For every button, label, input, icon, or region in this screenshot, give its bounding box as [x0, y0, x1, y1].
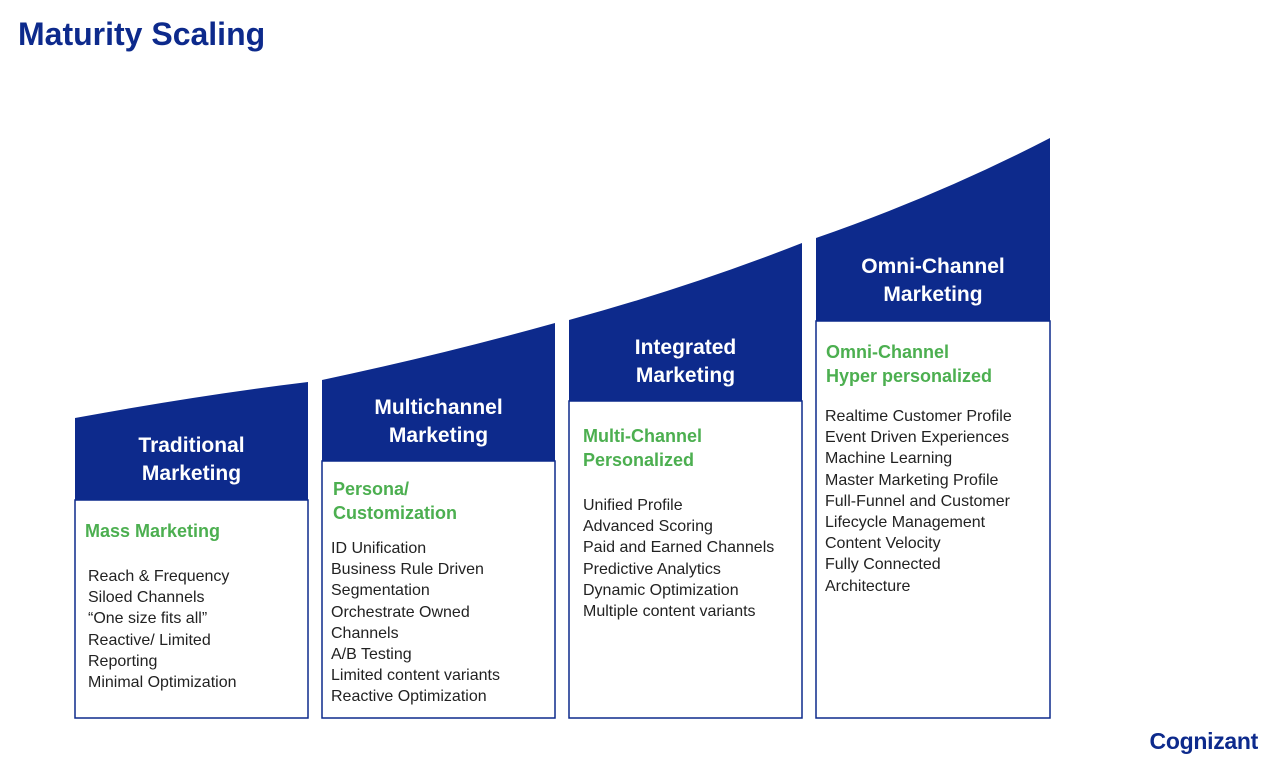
stage-3-subtitle: Multi-Channel Personalized [583, 424, 702, 472]
stage-4-title: Omni-Channel Marketing [816, 253, 1050, 309]
list-item: Reach & Frequency [88, 568, 230, 585]
stage-4-capabilities: Realtime Customer Profile Event Driven E… [825, 406, 1012, 597]
stage-3-title: Integrated Marketing [569, 334, 802, 390]
stage-2-title-line: Multichannel [374, 396, 503, 419]
list-item: Predictive Analytics [583, 560, 721, 578]
list-item: Channels [331, 624, 399, 642]
page-title: Maturity Scaling [18, 16, 266, 52]
stage-1-header [75, 382, 308, 500]
list-item: Limited content variants [331, 667, 500, 685]
stage-3-title-line: Marketing [635, 364, 736, 387]
list-item: Architecture [825, 577, 911, 595]
list-item: Dynamic Optimization [583, 581, 739, 599]
stage-3-subtitle-line: Multi-Channel [583, 426, 702, 446]
stage-3-subtitle-line: Personalized [583, 450, 695, 470]
list-item: Machine Learning [825, 450, 953, 468]
list-item: Siloed Channels [88, 589, 205, 607]
stage-2-title-line: Marketing [388, 424, 489, 447]
stage-2-subtitle: Persona/ Customization [333, 477, 457, 525]
list-item: Full-Funnel and Customer [825, 492, 1010, 510]
list-item: Master Marketing Profile [825, 471, 999, 489]
list-item: Reactive Optimization [331, 688, 487, 706]
list-item: Paid and Earned Channels [583, 539, 775, 557]
stage-4-subtitle: Omni-Channel Hyper personalized [826, 340, 992, 388]
list-item: Reactive/ Limited [88, 631, 211, 649]
stage-3-box [568, 400, 803, 719]
stage-1-capabilities: Reach & Frequency Siloed Channels “One s… [88, 566, 236, 693]
stage-2-box [321, 460, 556, 719]
stage-1-title: Traditional Marketing [75, 432, 308, 488]
stage-4-title-line: Marketing [883, 283, 983, 306]
list-item: ID Unification [331, 540, 427, 557]
stage-2-subtitle-line: Customization [333, 503, 457, 523]
stage-4-title-line: Omni-Channel [861, 255, 1005, 278]
stage-3-header [569, 243, 802, 401]
list-item: Content Velocity [825, 535, 941, 553]
list-item: Event Driven Experiences [825, 429, 1010, 447]
list-item: “One size fits all” [88, 610, 208, 628]
list-item: Segmentation [331, 582, 430, 600]
stage-3-title-line: Integrated [634, 336, 737, 359]
stage-2-subtitle-line: Persona/ [333, 479, 410, 499]
stage-4-subtitle-line: Omni-Channel [826, 342, 950, 362]
stage-2-capabilities: ID Unification Business Rule Driven Segm… [331, 538, 500, 708]
list-item: Advanced Scoring [583, 518, 713, 536]
list-item: Realtime Customer Profile [825, 408, 1012, 425]
stage-1-subtitle: Mass Marketing [85, 519, 220, 543]
stage-1-box [74, 499, 309, 719]
stage-1-subtitle-line: Mass Marketing [85, 521, 221, 541]
stage-4-subtitle-line: Hyper personalized [826, 366, 993, 386]
list-item: Multiple content variants [583, 603, 756, 621]
list-item: Lifecycle Management [825, 514, 986, 532]
stage-3-capabilities: Unified Profile Advanced Scoring Paid an… [583, 495, 774, 622]
list-item: Reporting [88, 652, 158, 670]
stage-4-header [816, 138, 1050, 321]
stage-1-title-line: Traditional [138, 434, 245, 457]
stage-4-box [815, 320, 1051, 719]
list-item: Minimal Optimization [88, 674, 237, 692]
list-item: A/B Testing [331, 646, 412, 664]
list-item: Business Rule Driven [331, 561, 484, 579]
list-item: Fully Connected [825, 556, 941, 574]
stage-2-header [322, 323, 555, 461]
list-item: Unified Profile [583, 497, 683, 514]
stage-1-title-line: Marketing [141, 462, 242, 485]
stage-2-title: Multichannel Marketing [322, 394, 555, 450]
list-item: Orchestrate Owned [331, 603, 470, 621]
cognizant-logo: Cognizant [1149, 728, 1259, 754]
